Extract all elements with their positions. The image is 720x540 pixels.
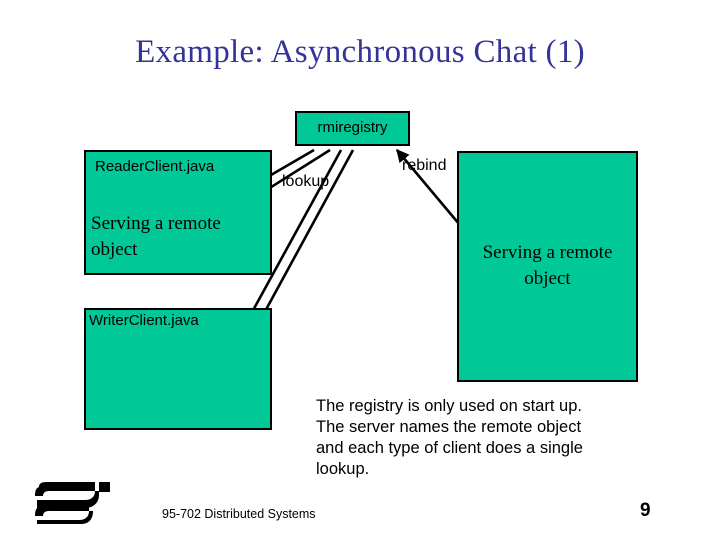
- box-writer-client[interactable]: [84, 308, 272, 430]
- box-reader-client-label: ReaderClient.java: [95, 158, 215, 175]
- box-server[interactable]: [457, 151, 638, 382]
- note-line-3: and each type of client does a single: [316, 439, 583, 457]
- note-text: The registry is only used on start up. T…: [316, 396, 706, 480]
- box-reader-client[interactable]: [84, 150, 272, 275]
- page-number: 9: [640, 500, 651, 521]
- note-line-2: The server names the remote object: [316, 418, 582, 436]
- box-reader-client-body: Serving a remote object: [91, 213, 221, 260]
- box-server-body: Serving a remote object: [482, 242, 613, 289]
- box-rmiregistry[interactable]: [295, 111, 410, 146]
- arrow-label-rebind: rebind: [402, 157, 447, 174]
- heinz-logo-icon: [35, 482, 110, 524]
- note-line-4: lookup.: [316, 460, 370, 478]
- box-rmiregistry-label: rmiregistry: [317, 119, 388, 136]
- page-title: Example: Asynchronous Chat (1): [135, 34, 585, 70]
- note-line-1: The registry is only used on start up.: [316, 397, 582, 415]
- arrow-label-lookup: lookup: [282, 173, 330, 190]
- box-writer-client-label: WriterClient.java: [89, 312, 199, 329]
- footer-course-label: 95-702 Distributed Systems: [162, 507, 316, 521]
